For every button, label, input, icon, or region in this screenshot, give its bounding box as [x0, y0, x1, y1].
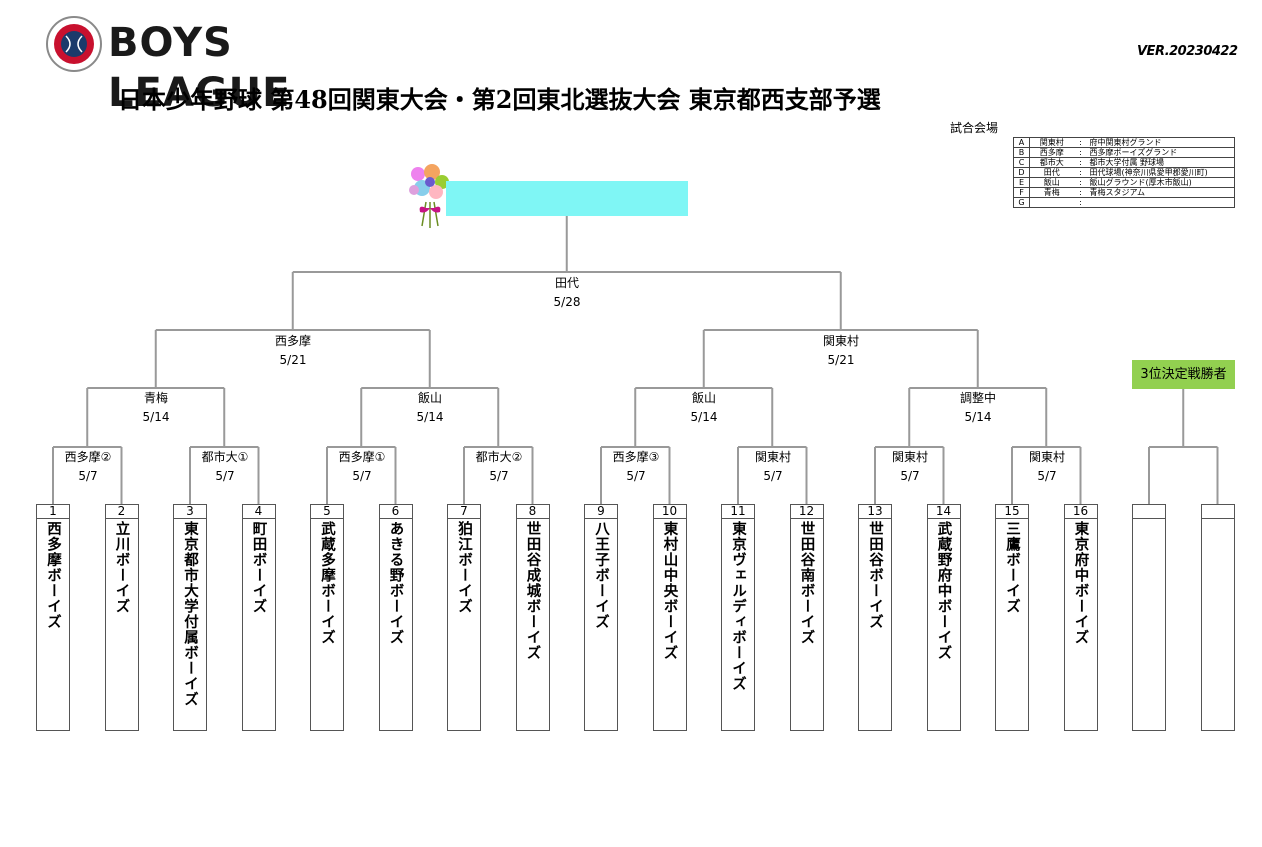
team-number: 7 [447, 504, 481, 518]
round1-date: 5/7 [1037, 469, 1057, 483]
third-place-label: 3位決定戦勝者 [1132, 360, 1235, 389]
quarter-venue: 青梅 [143, 391, 168, 405]
team-number: 13 [858, 504, 892, 518]
final-date: 5/28 [553, 295, 581, 309]
round1-venue: 西多摩③ [612, 450, 660, 464]
team-name: 西多摩ボーイズ [45, 521, 61, 630]
team-number: 15 [995, 504, 1029, 518]
team-number [1132, 504, 1166, 518]
team-slot: 世田谷南ボーイズ [789, 518, 824, 731]
team-name: 世田谷ボーイズ [867, 521, 883, 630]
team-slot [1132, 518, 1166, 731]
page-title: 日本少年野球 第48回関東大会・第2回東北選抜大会 東京都西支部予選 [118, 85, 881, 114]
team-name: 東村山中央ボーイズ [661, 521, 678, 661]
round1-venue: 関東村 [754, 450, 791, 464]
round1-date: 5/7 [78, 469, 98, 483]
team-slot: 町田ボーイズ [241, 518, 276, 731]
team-number: 11 [721, 504, 755, 518]
round1-date: 5/7 [215, 469, 235, 483]
quarter-date: 5/14 [416, 410, 444, 424]
team-slot: 世田谷成城ボーイズ [515, 518, 550, 731]
team-number: 6 [378, 504, 413, 518]
round1-date: 5/7 [900, 469, 920, 483]
team-number: 9 [584, 504, 618, 518]
team-name: 武蔵多摩ボーイズ [319, 521, 335, 645]
team-slot: 世田谷ボーイズ [858, 518, 892, 731]
team-number [1200, 504, 1235, 518]
team-number: 12 [789, 504, 824, 518]
round1-venue: 関東村 [891, 450, 928, 464]
team-number: 1 [36, 504, 70, 518]
team-name: 東京都市大学付属ボーイズ [182, 521, 198, 707]
team-slot: 東京府中ボーイズ [1063, 518, 1098, 731]
team-slot: 西多摩ボーイズ [36, 518, 70, 731]
round1-venue: 関東村 [1028, 450, 1065, 464]
team-slot: 東村山中央ボーイズ [652, 518, 687, 731]
team-slot: あきる野ボーイズ [378, 518, 413, 731]
boys-league-logo: BOYS LEAGUE [44, 16, 414, 116]
round1-venue: 都市大② [475, 450, 523, 464]
team-number: 10 [652, 504, 687, 518]
team-name: 立川ボーイズ [113, 521, 130, 614]
team-number: 16 [1063, 504, 1098, 518]
team-slot [1200, 518, 1235, 731]
final-venue: 田代 [554, 276, 579, 290]
semi-venue: 関東村 [822, 334, 859, 348]
team-name: 東京府中ボーイズ [1072, 521, 1089, 645]
venue-row: G: [1013, 197, 1235, 208]
team-name: 世田谷南ボーイズ [798, 521, 815, 645]
team-slot: 三鷹ボーイズ [995, 518, 1029, 731]
team-name: 狛江ボーイズ [456, 521, 472, 614]
team-number: 4 [241, 504, 276, 518]
team-slot: 武蔵多摩ボーイズ [310, 518, 344, 731]
bouquet-icon [409, 164, 449, 228]
team-name: 武蔵野府中ボーイズ [935, 521, 952, 661]
venue-heading: 試合会場 [950, 121, 999, 135]
team-name: 三鷹ボーイズ [1004, 521, 1020, 614]
team-number: 5 [310, 504, 344, 518]
venue-short-name [1029, 197, 1074, 208]
baseball-emblem-icon [46, 16, 102, 72]
quarter-date: 5/14 [964, 410, 992, 424]
round1-venue: 西多摩② [64, 450, 112, 464]
venue-full-name [1087, 197, 1235, 208]
team-name: 八王子ボーイズ [593, 521, 609, 630]
quarter-venue: 調整中 [959, 391, 996, 405]
logo-text: BOYS LEAGUE [108, 20, 291, 116]
team-slot: 東京都市大学付属ボーイズ [173, 518, 207, 731]
version-label: VER.20230422 [1137, 44, 1238, 59]
semi-date: 5/21 [279, 353, 307, 367]
quarter-date: 5/14 [142, 410, 170, 424]
quarter-date: 5/14 [690, 410, 718, 424]
quarter-venue: 飯山 [691, 391, 716, 405]
team-slot: 八王子ボーイズ [584, 518, 618, 731]
team-slot: 狛江ボーイズ [447, 518, 481, 731]
team-name: 町田ボーイズ [250, 521, 267, 614]
team-slot: 立川ボーイズ [104, 518, 139, 731]
round1-date: 5/7 [352, 469, 372, 483]
team-number: 2 [104, 504, 139, 518]
team-slot: 東京ヴェルディボーイズ [721, 518, 755, 731]
semi-date: 5/21 [827, 353, 855, 367]
round1-venue: 西多摩① [338, 450, 386, 464]
champion-box [446, 181, 688, 216]
team-name: あきる野ボーイズ [387, 521, 404, 645]
team-number: 3 [173, 504, 207, 518]
team-name: 東京ヴェルディボーイズ [730, 521, 746, 692]
round1-date: 5/7 [489, 469, 509, 483]
team-slot: 武蔵野府中ボーイズ [926, 518, 961, 731]
team-number: 14 [926, 504, 961, 518]
team-name: 世田谷成城ボーイズ [524, 521, 541, 661]
round1-venue: 都市大① [201, 450, 249, 464]
team-number: 8 [515, 504, 550, 518]
venue-separator: : [1073, 197, 1088, 208]
round1-date: 5/7 [626, 469, 646, 483]
round1-date: 5/7 [763, 469, 783, 483]
semi-venue: 西多摩 [274, 334, 311, 348]
quarter-venue: 飯山 [417, 391, 442, 405]
